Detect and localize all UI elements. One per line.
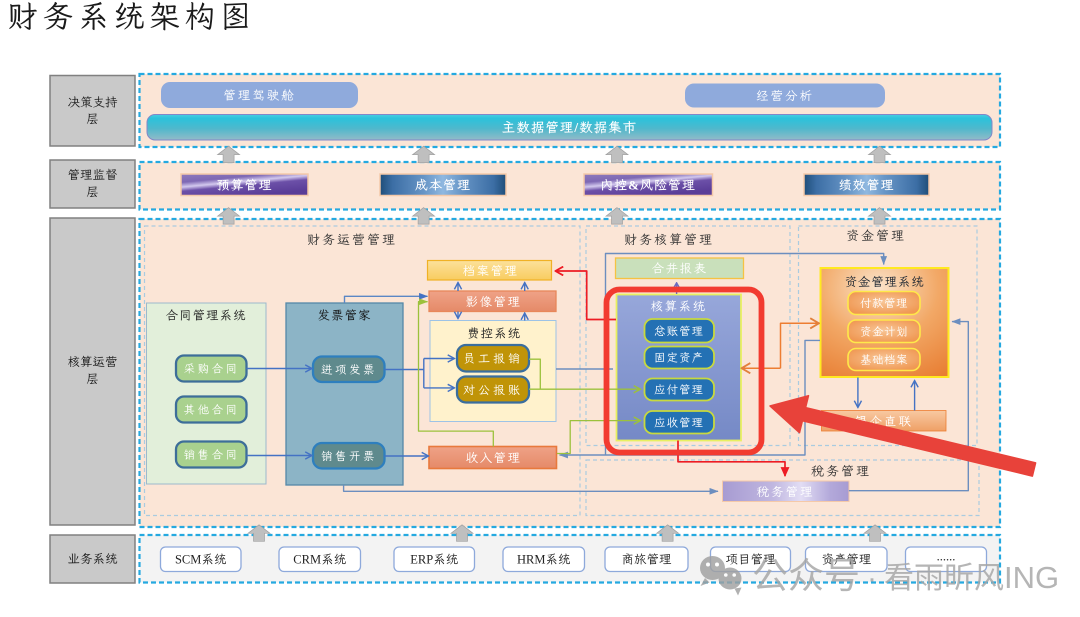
- svg-text:预算管理: 预算管理: [216, 178, 272, 193]
- svg-text:层: 层: [86, 185, 99, 199]
- svg-text:发票管家: 发票管家: [317, 309, 371, 323]
- svg-text:资金管理: 资金管理: [846, 228, 906, 243]
- svg-text:付款管理: 付款管理: [860, 298, 908, 310]
- svg-text:商旅管理: 商旅管理: [621, 553, 671, 567]
- svg-text:影像管理: 影像管理: [465, 295, 521, 309]
- svg-text:税务管理: 税务管理: [756, 485, 814, 499]
- svg-text:公众号·看雨昕风ING: 公众号·看雨昕风ING: [752, 555, 1059, 596]
- svg-text:其他合同: 其他合同: [184, 404, 240, 417]
- svg-text:总账管理: 总账管理: [654, 325, 704, 338]
- svg-text:业务系统: 业务系统: [67, 552, 118, 566]
- svg-text:应收管理: 应收管理: [654, 418, 704, 430]
- svg-text:对公报账: 对公报账: [463, 383, 523, 397]
- svg-text:应付管理: 应付管理: [654, 385, 704, 397]
- svg-text:固定资产: 固定资产: [654, 353, 704, 365]
- svg-text:资产管理: 资产管理: [821, 553, 871, 567]
- svg-text:主数据管理/数据集市: 主数据管理/数据集市: [502, 120, 637, 135]
- svg-text:项目管理: 项目管理: [725, 553, 775, 567]
- svg-text:进项发票: 进项发票: [321, 364, 377, 377]
- svg-text:税务管理: 税务管理: [811, 464, 871, 479]
- svg-text:管理监督: 管理监督: [67, 168, 118, 182]
- svg-text:SCM系统: SCM系统: [175, 553, 227, 567]
- svg-text:财务系统架构图: 财务系统架构图: [7, 0, 256, 34]
- svg-text:管理驾驶舱: 管理驾驶舱: [223, 89, 296, 103]
- svg-text:层: 层: [86, 112, 99, 126]
- svg-text:核算系统: 核算系统: [650, 300, 706, 314]
- svg-text:资金计划: 资金计划: [860, 327, 908, 339]
- svg-text:销售合同: 销售合同: [184, 449, 240, 462]
- svg-text:财务核算管理: 财务核算管理: [624, 232, 714, 247]
- svg-text:CRM系统: CRM系统: [293, 553, 346, 567]
- svg-text:决策支持: 决策支持: [67, 96, 118, 110]
- svg-text:ERP系统: ERP系统: [410, 553, 458, 567]
- svg-text:档案管理: 档案管理: [462, 264, 518, 278]
- svg-text:采购合同: 采购合同: [184, 364, 240, 376]
- svg-text:资金管理系统: 资金管理系统: [845, 275, 925, 289]
- svg-text:费控系统: 费控系统: [467, 327, 521, 341]
- svg-text:绩效管理: 绩效管理: [838, 178, 894, 193]
- svg-text:收入管理: 收入管理: [465, 451, 521, 465]
- svg-text:经营分析: 经营分析: [756, 89, 814, 103]
- svg-text:合同管理系统: 合同管理系统: [165, 309, 246, 323]
- svg-text:内控&风险管理: 内控&风险管理: [600, 178, 696, 193]
- svg-text:财务运营管理: 财务运营管理: [307, 232, 397, 247]
- svg-text:核算运营: 核算运营: [67, 355, 117, 369]
- svg-text:HRM系统: HRM系统: [517, 553, 571, 567]
- svg-text:合并报表: 合并报表: [651, 262, 707, 276]
- svg-text:员工报销: 员工报销: [463, 352, 523, 366]
- svg-text:基础档案: 基础档案: [860, 354, 908, 367]
- svg-text:销售开票: 销售开票: [321, 450, 377, 463]
- svg-text:成本管理: 成本管理: [415, 178, 471, 193]
- svg-text:......: ......: [937, 550, 956, 564]
- svg-text:层: 层: [86, 372, 99, 386]
